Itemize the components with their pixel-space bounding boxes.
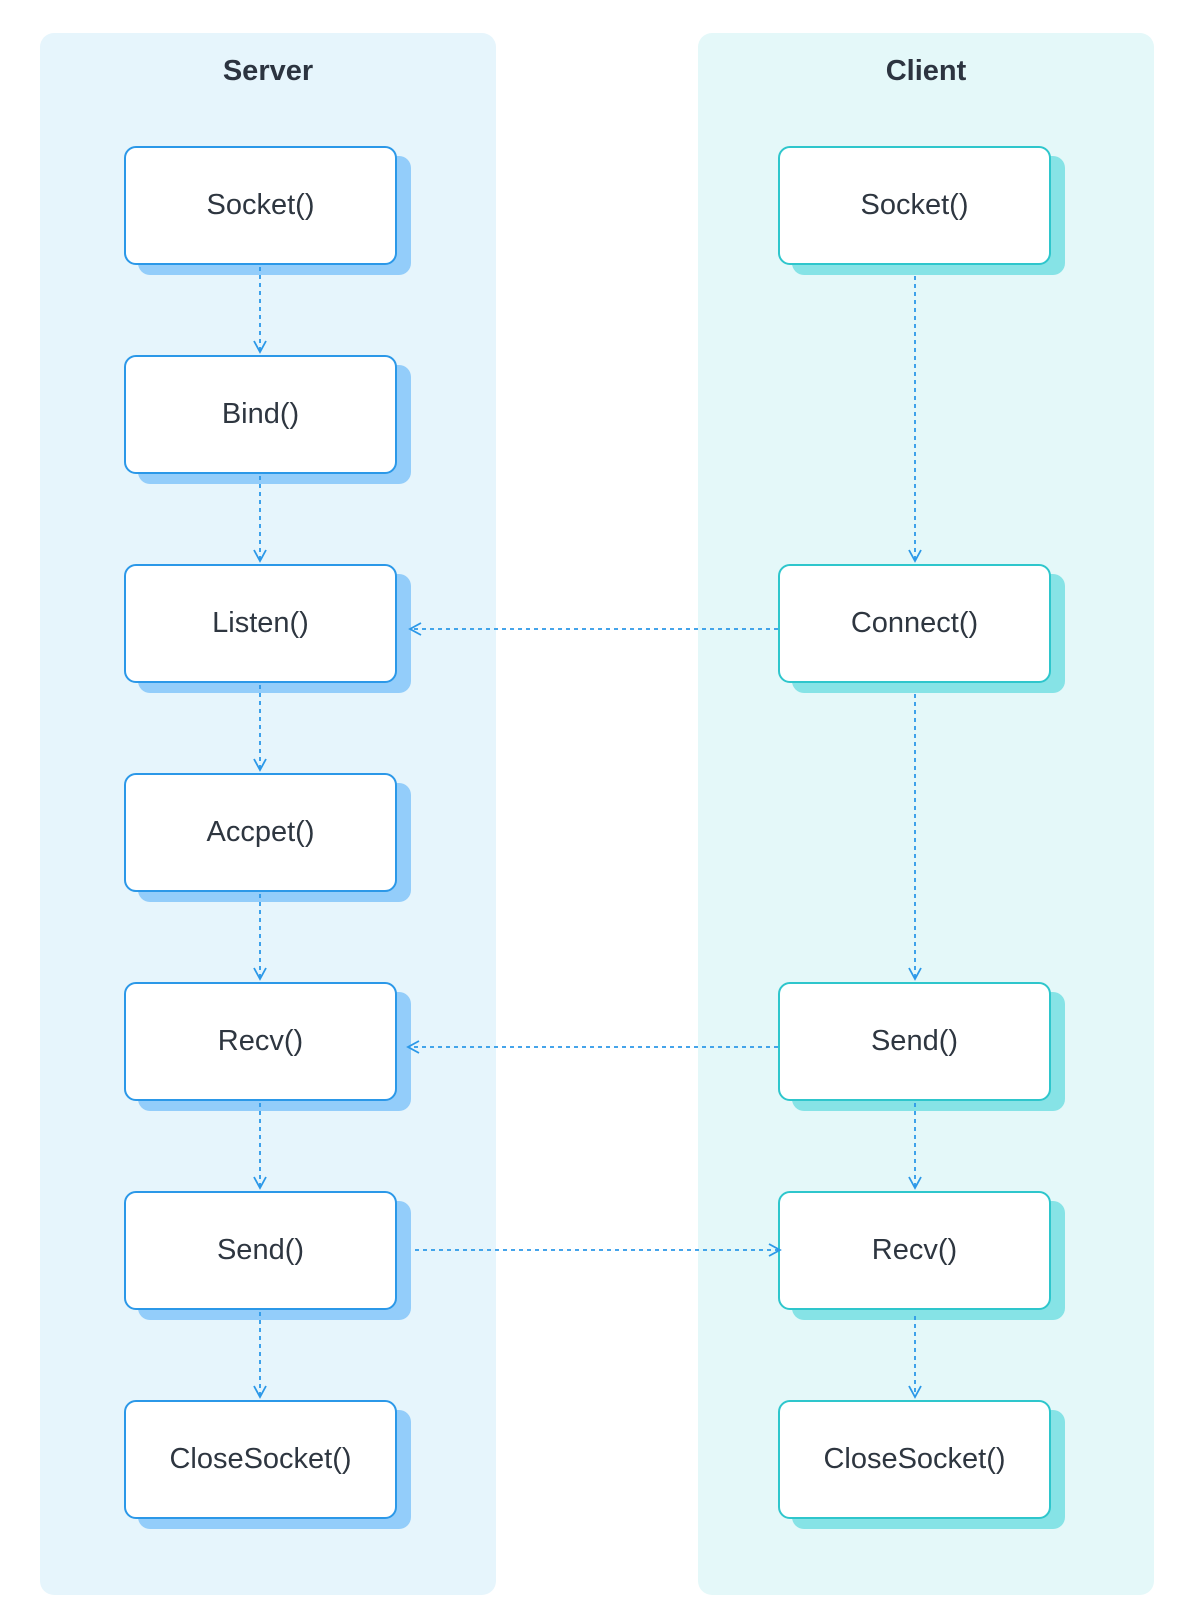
server-node-bind-label: Bind() [124, 355, 397, 474]
client-node-recv: Recv() [778, 1191, 1065, 1320]
server-node-socket: Socket() [124, 146, 411, 275]
client-node-closesocket: CloseSocket() [778, 1400, 1065, 1529]
client-lane-title: Client [885, 55, 967, 87]
client-node-send-label: Send() [778, 982, 1051, 1101]
server-node-accept-label: Accpet() [124, 773, 397, 892]
server-node-socket-label: Socket() [124, 146, 397, 265]
client-node-send: Send() [778, 982, 1065, 1111]
server-node-listen: Listen() [124, 564, 411, 693]
server-node-accept: Accpet() [124, 773, 411, 902]
server-node-closesocket: CloseSocket() [124, 1400, 411, 1529]
server-node-bind: Bind() [124, 355, 411, 484]
client-node-connect: Connect() [778, 564, 1065, 693]
server-lane-title: Server [222, 55, 314, 87]
server-node-recv-label: Recv() [124, 982, 397, 1101]
client-lane: Client [698, 33, 1154, 1595]
client-node-socket-label: Socket() [778, 146, 1051, 265]
client-node-socket: Socket() [778, 146, 1065, 275]
server-node-send: Send() [124, 1191, 411, 1320]
client-node-recv-label: Recv() [778, 1191, 1051, 1310]
client-node-connect-label: Connect() [778, 564, 1051, 683]
server-node-recv: Recv() [124, 982, 411, 1111]
server-node-send-label: Send() [124, 1191, 397, 1310]
client-node-closesocket-label: CloseSocket() [778, 1400, 1051, 1519]
server-node-listen-label: Listen() [124, 564, 397, 683]
server-node-closesocket-label: CloseSocket() [124, 1400, 397, 1519]
